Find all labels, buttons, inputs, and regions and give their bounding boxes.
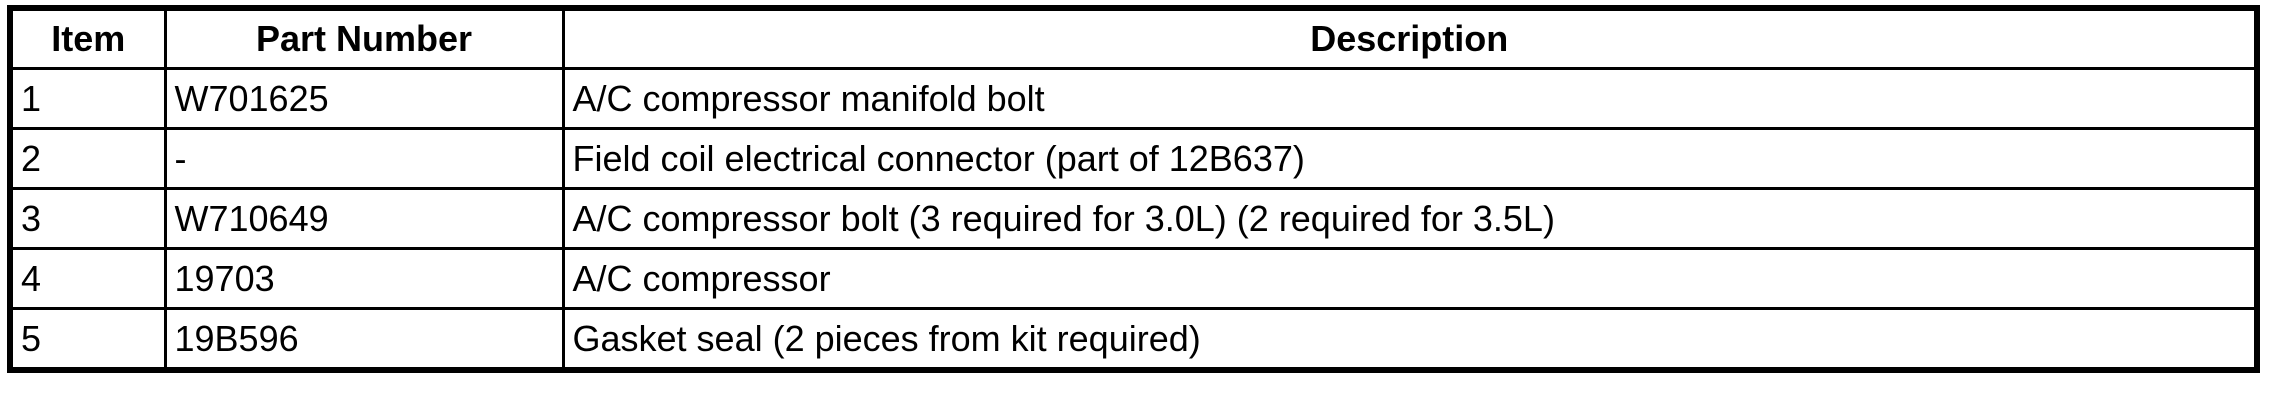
parts-table-container: Item Part Number Description 1 W701625 A… xyxy=(7,5,2260,373)
part-number-cell: W701625 xyxy=(163,67,565,130)
description-cell: Gasket seal (2 pieces from kit required) xyxy=(561,307,2259,372)
table-row: 4 19703 A/C compressor xyxy=(8,247,2259,310)
item-cell: 2 xyxy=(8,127,167,190)
item-cell: 5 xyxy=(8,307,167,372)
description-cell: A/C compressor xyxy=(561,247,2259,310)
header-row: Item Part Number Description xyxy=(8,6,2259,70)
item-cell: 4 xyxy=(8,247,167,310)
table-row: 5 19B596 Gasket seal (2 pieces from kit … xyxy=(8,307,2259,372)
description-column-header: Description xyxy=(561,6,2259,70)
part-number-cell: - xyxy=(163,127,565,190)
item-cell: 1 xyxy=(8,67,167,130)
table-row: 3 W710649 A/C compressor bolt (3 require… xyxy=(8,187,2259,250)
item-column-header: Item xyxy=(8,6,167,70)
part-number-column-header: Part Number xyxy=(163,6,565,70)
table-row: 1 W701625 A/C compressor manifold bolt xyxy=(8,67,2259,130)
part-number-cell: 19703 xyxy=(163,247,565,310)
parts-table: Item Part Number Description 1 W701625 A… xyxy=(7,5,2260,373)
description-cell: A/C compressor manifold bolt xyxy=(561,67,2259,130)
table-row: 2 - Field coil electrical connector (par… xyxy=(8,127,2259,190)
item-cell: 3 xyxy=(8,187,167,250)
description-cell: A/C compressor bolt (3 required for 3.0L… xyxy=(561,187,2259,250)
part-number-cell: W710649 xyxy=(163,187,565,250)
part-number-cell: 19B596 xyxy=(163,307,565,372)
description-cell: Field coil electrical connector (part of… xyxy=(561,127,2259,190)
